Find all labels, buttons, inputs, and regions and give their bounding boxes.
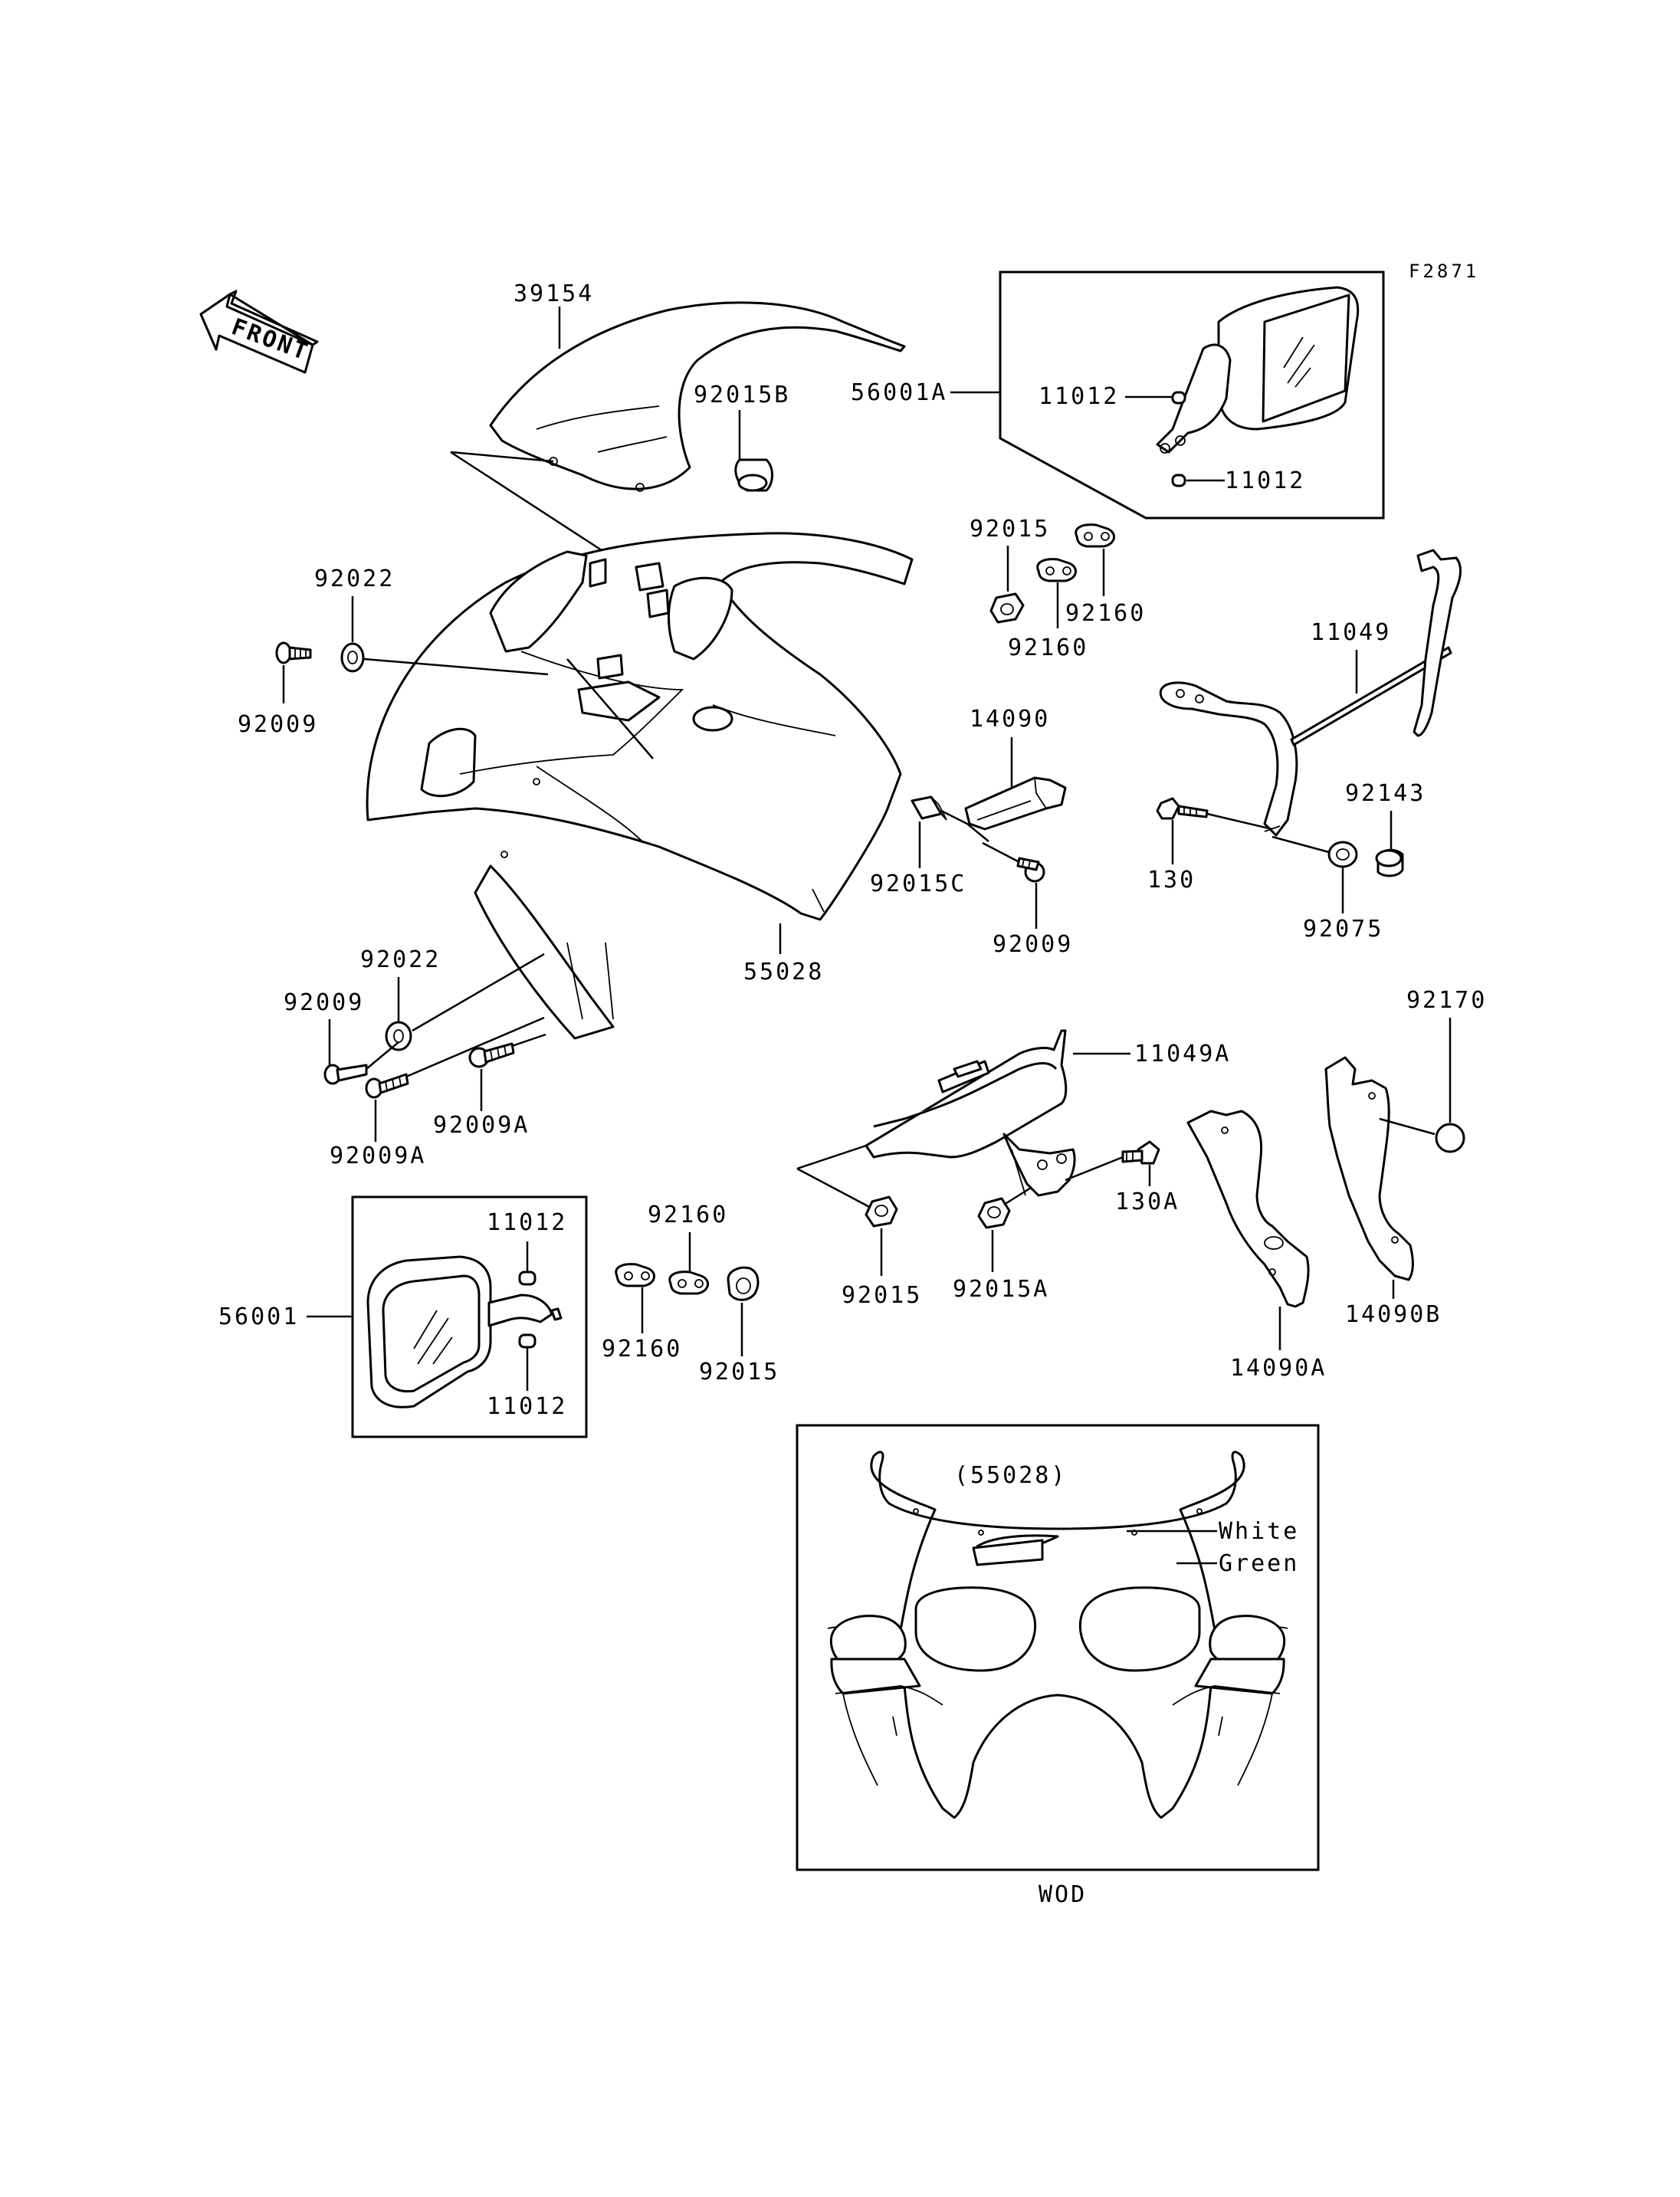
- callout-11012-b: 11012: [1225, 467, 1305, 494]
- screw-92009-a: [275, 641, 312, 664]
- callout-56001a: 56001A: [851, 379, 947, 406]
- callout-92015-a: 92015: [970, 516, 1050, 543]
- panel-14090a: [1186, 1110, 1310, 1308]
- callout-11012-a: 11012: [1039, 383, 1119, 410]
- callout-14090: 14090: [970, 706, 1050, 733]
- callout-14090b: 14090B: [1345, 1301, 1442, 1328]
- bolt-130: [1156, 797, 1209, 820]
- variant-color-green: Green: [1219, 1550, 1299, 1577]
- nut-92015-a: [989, 592, 1025, 624]
- callout-56001: 56001: [218, 1303, 299, 1330]
- mirror-56001a: [1156, 286, 1360, 487]
- mirror-box-top: [999, 271, 1385, 520]
- grommet-92015-c: [727, 1266, 760, 1301]
- variant-box: [796, 1424, 1320, 1871]
- callout-92015a: 92015A: [953, 1276, 1049, 1303]
- callout-92015-b: 92015: [842, 1282, 922, 1309]
- callout-92170: 92170: [1406, 987, 1487, 1014]
- callout-11012-d: 11012: [487, 1393, 567, 1420]
- clip-92015c: [911, 795, 947, 821]
- callout-92160-b: 92160: [1065, 600, 1146, 627]
- stay-11049: [1159, 549, 1462, 837]
- callout-92009-b: 92009: [993, 931, 1073, 958]
- callout-39154: 39154: [514, 280, 594, 307]
- nut-92015a: [977, 1197, 1011, 1229]
- plate-92160-a: [1036, 558, 1077, 582]
- callout-92160-c: 92160: [602, 1336, 682, 1362]
- callout-92015-c: 92015: [699, 1359, 779, 1385]
- plate-92160-d: [668, 1271, 709, 1295]
- nut-92143: [1375, 848, 1404, 877]
- screw-92009-c: [323, 1064, 368, 1085]
- callout-11049: 11049: [1311, 619, 1391, 646]
- callout-92015c: 92015C: [870, 871, 966, 897]
- callout-92009a-a: 92009A: [330, 1143, 426, 1169]
- callout-11012-c: 11012: [487, 1209, 567, 1236]
- cowl-front-view: [827, 1451, 1288, 1819]
- screw-92009a-b: [468, 1042, 515, 1068]
- callout-92015b: 92015B: [694, 382, 790, 408]
- callout-130: 130: [1147, 867, 1196, 894]
- callout-92075: 92075: [1303, 916, 1383, 943]
- bracket-14090: [964, 776, 1067, 831]
- variant-caption: WOD: [1039, 1881, 1087, 1908]
- callout-92022-a: 92022: [314, 566, 395, 592]
- panel-14090b: [1324, 1056, 1414, 1281]
- washer-92022-a: [340, 642, 365, 673]
- callout-92009-a: 92009: [238, 711, 318, 738]
- callout-11049a: 11049A: [1134, 1041, 1231, 1067]
- callout-55028: 55028: [743, 959, 824, 985]
- callout-130a: 130A: [1115, 1189, 1180, 1215]
- callout-92160-a: 92160: [1008, 635, 1088, 661]
- mirror-56001: [366, 1255, 563, 1408]
- figure-code: F2871: [1409, 261, 1479, 282]
- nut-92015-b: [865, 1195, 898, 1228]
- variant-title: (55028): [954, 1462, 1067, 1489]
- bracket-11049a: [865, 1029, 1076, 1197]
- windshield-part: [489, 301, 906, 492]
- screw-92009a-a: [365, 1073, 409, 1099]
- callout-92022-b: 92022: [360, 946, 441, 973]
- washer-92022-b: [385, 1021, 412, 1051]
- screw-92009-b: [1016, 857, 1045, 883]
- upper-cowl-part: [366, 532, 914, 1040]
- grommet-92075: [1327, 841, 1358, 868]
- callout-92009-c: 92009: [284, 989, 364, 1016]
- plate-92160-b: [1075, 523, 1115, 548]
- bolt-130a: [1121, 1140, 1160, 1165]
- callout-92009a-b: 92009A: [433, 1112, 530, 1139]
- grommet-92015b: [734, 458, 773, 492]
- front-arrow-icon: FRONT: [199, 290, 319, 374]
- callout-14090a: 14090A: [1230, 1355, 1327, 1382]
- callout-92160-d: 92160: [648, 1202, 728, 1228]
- callout-92143: 92143: [1345, 780, 1426, 807]
- cap-92170: [1435, 1123, 1465, 1153]
- plate-92160-c: [615, 1263, 655, 1287]
- variant-color-white: White: [1219, 1518, 1299, 1545]
